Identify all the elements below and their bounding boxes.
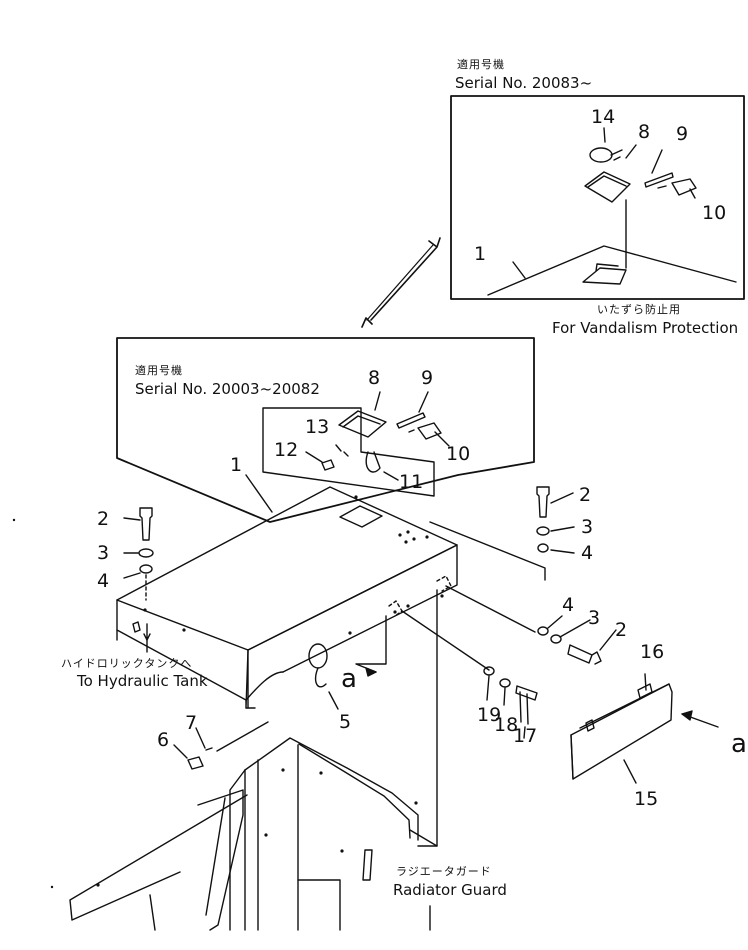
- left-bolt: [139, 507, 153, 541]
- right-lower-bolt: [567, 644, 602, 665]
- callout-15: 15: [634, 788, 659, 810]
- callout-19: 19: [477, 704, 502, 726]
- callout-2-left: 2: [97, 508, 110, 530]
- right-upper-bolt: [536, 486, 550, 518]
- callout-2-right-upper: 2: [579, 484, 592, 506]
- callout-9-upper: 9: [676, 123, 689, 145]
- lower-applicable-label: 適用号機: [135, 364, 183, 377]
- upper-inset-plate: [584, 171, 631, 203]
- lower-inset-plate: [338, 410, 387, 438]
- upper-inset-clip: [657, 178, 697, 196]
- callout-18: 18: [494, 714, 519, 736]
- vandalism-caption-jp: いたずら防止用: [597, 303, 681, 316]
- callout-6: 6: [157, 729, 170, 751]
- left-washer-1: [138, 548, 154, 558]
- lower-serial-label: Serial No. 20003~20082: [135, 380, 320, 398]
- upper-inset-pin: [644, 172, 674, 188]
- radiator-frame: [244, 737, 419, 841]
- callout-9-lower: 9: [421, 367, 434, 389]
- lower-inset-frame: [116, 337, 535, 523]
- callout-10-upper: 10: [702, 202, 727, 224]
- double-arrow: [361, 237, 441, 328]
- callout-1-upper: 1: [474, 243, 487, 265]
- lower-inset-pin: [396, 412, 426, 429]
- callout-4-left: 4: [97, 570, 110, 592]
- callout-4-right-lower: 4: [562, 594, 575, 616]
- callout-4-right-upper: 4: [581, 542, 594, 564]
- callout-5: 5: [339, 711, 352, 733]
- main-cover-front-side: [247, 544, 458, 673]
- callout-3-right-upper: 3: [581, 516, 594, 538]
- callout-8-upper: 8: [638, 121, 651, 143]
- callout-1-lower: 1: [230, 454, 243, 476]
- lower-inset-wire: [365, 451, 381, 473]
- callout-7: 7: [185, 712, 198, 734]
- lower-inset-clip: [408, 422, 442, 440]
- lower-inset-detail-box: [262, 407, 435, 497]
- callout-16: 16: [640, 641, 665, 663]
- main-cover-access-plate: [339, 505, 383, 528]
- upper-inset-panel: [487, 245, 737, 296]
- callout-3-left: 3: [97, 542, 110, 564]
- hydraulic-tank-label-jp: ハイドロリックタンクへ: [61, 657, 193, 670]
- callout-13-lower: 13: [305, 416, 330, 438]
- bolt-6: [187, 756, 204, 770]
- callout-12-lower: 12: [274, 439, 299, 461]
- main-cover-latch: [308, 643, 328, 669]
- vandalism-caption-en: For Vandalism Protection: [552, 319, 739, 337]
- upper-inset-bracket: [582, 263, 627, 285]
- upper-inset-lock: [589, 147, 613, 163]
- radiator-guard-label-jp: ラジエータガード: [396, 865, 492, 878]
- callout-11-lower: 11: [399, 471, 424, 493]
- callout-14-upper: 14: [591, 106, 616, 128]
- upper-applicable-label: 適用号機: [457, 58, 505, 71]
- upper-serial-label: Serial No. 20083~: [455, 74, 593, 92]
- bolt-17: [515, 685, 538, 725]
- callout-3-right-lower: 3: [588, 607, 601, 629]
- main-cover-top: [116, 486, 458, 651]
- main-cover-left-side: [116, 599, 249, 709]
- radiator-guard-label-en: Radiator Guard: [393, 881, 507, 899]
- upper-inset-frame: [450, 95, 745, 300]
- callout-8-lower: 8: [368, 367, 381, 389]
- left-washer-2: [139, 564, 153, 574]
- view-marker-a-main: a: [341, 664, 357, 694]
- lower-inset-bolt: [321, 459, 335, 471]
- callout-17: 17: [513, 725, 538, 747]
- callout-10-lower: 10: [446, 443, 471, 465]
- flap-15: [570, 683, 673, 780]
- view-marker-a-flap: a: [731, 729, 747, 759]
- callout-2-right-lower: 2: [615, 619, 628, 641]
- hydraulic-tank-label-en: To Hydraulic Tank: [77, 672, 208, 690]
